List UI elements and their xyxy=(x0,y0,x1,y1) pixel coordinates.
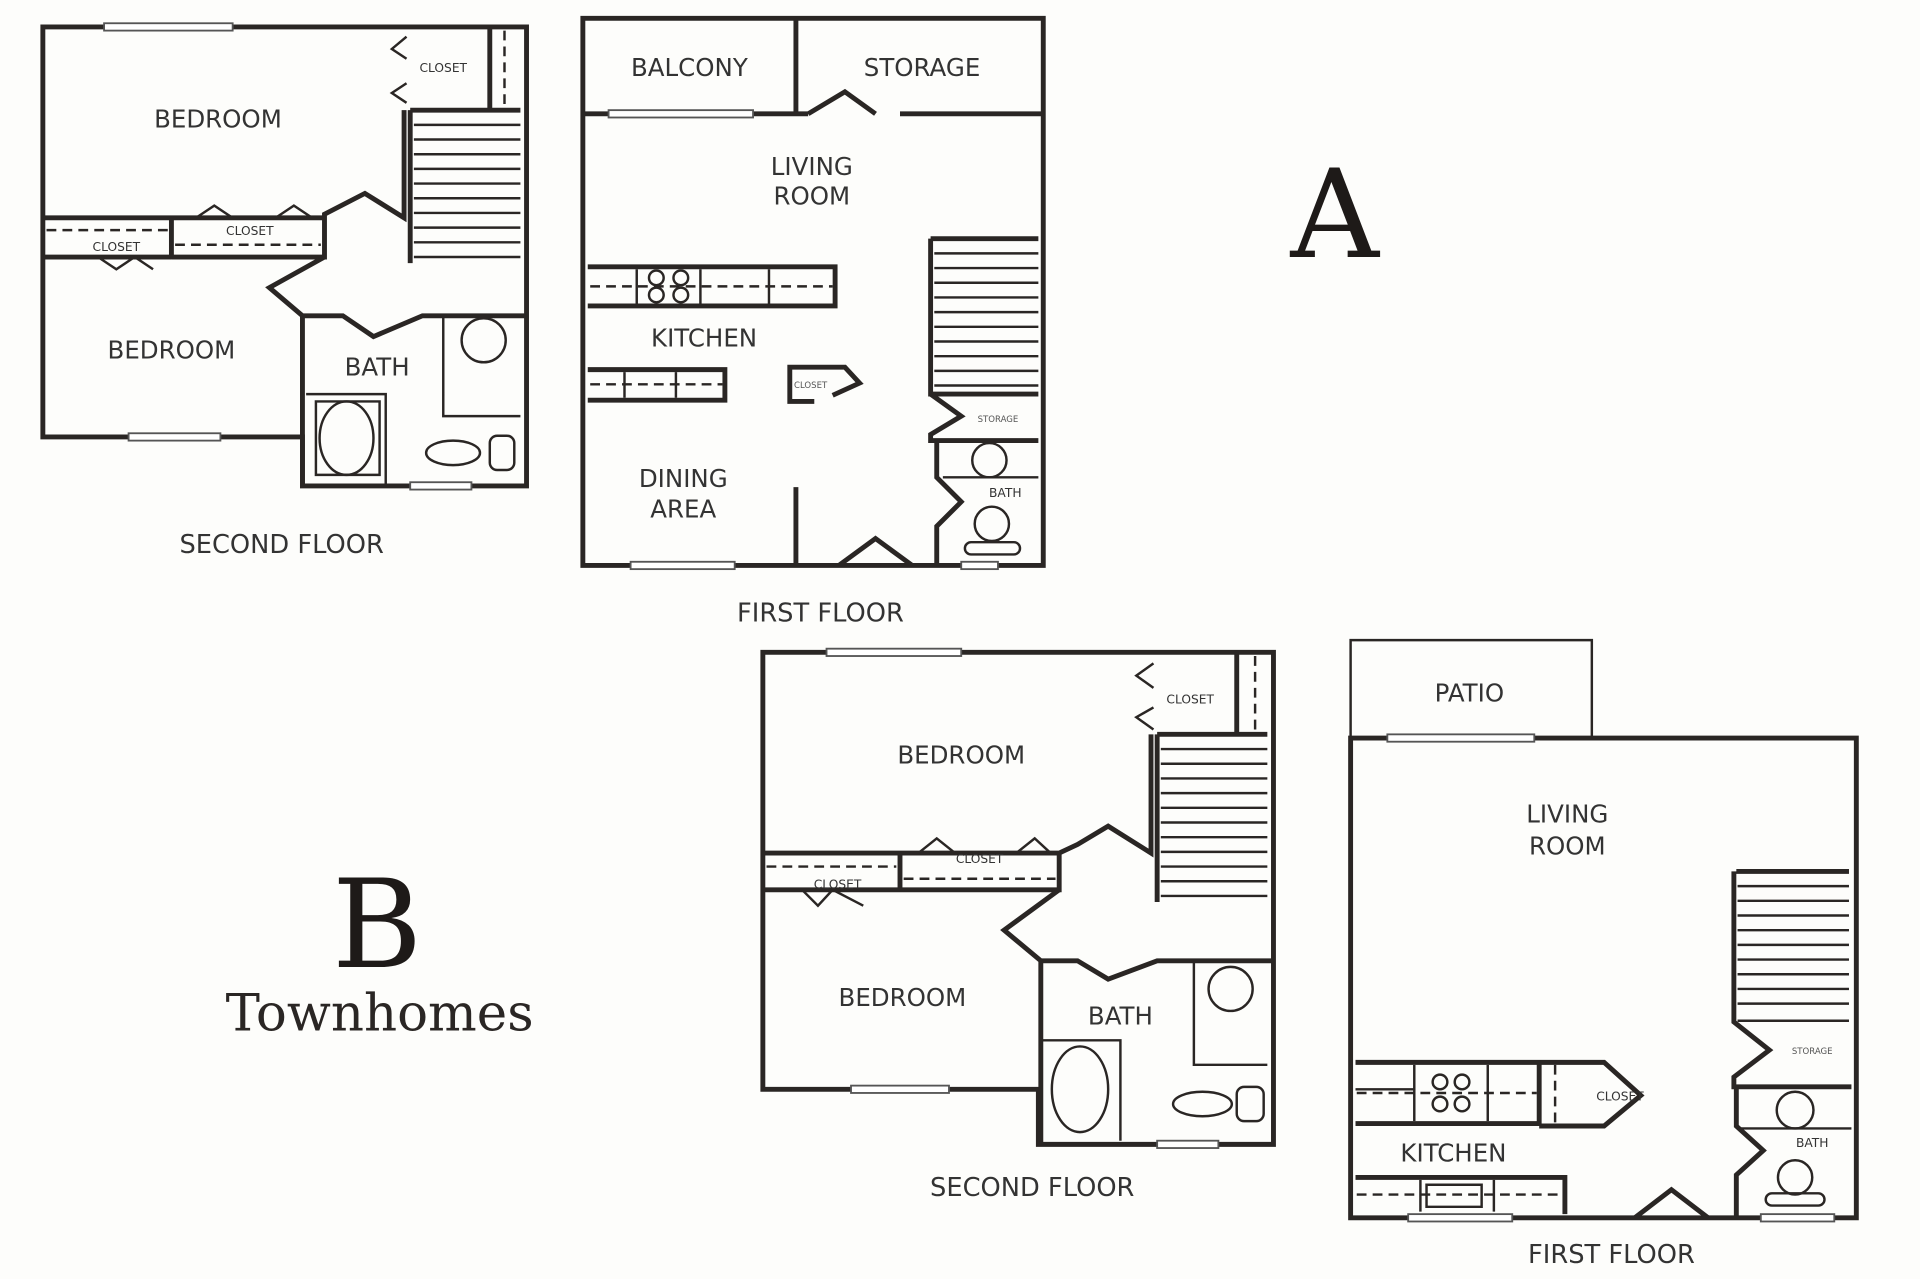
room-label-kitchen: KITCHEN xyxy=(651,323,757,352)
floor-label: FIRST FLOOR xyxy=(737,599,904,629)
staircase xyxy=(407,107,521,264)
window xyxy=(103,22,234,32)
sink xyxy=(971,441,1008,479)
window xyxy=(850,1084,950,1094)
sink xyxy=(1207,965,1254,1013)
plan-a-second-floor: BEDROOM BEDROOM BATH CLOSET CLOSET CLOSE… xyxy=(40,22,529,560)
plan-a-first-floor: LIVING ROOM BALCONY STORAGE KITCHEN DINI… xyxy=(580,15,1046,629)
room-label-closet: CLOSET xyxy=(794,381,828,391)
plan-subtitle: Townhomes xyxy=(226,984,534,1044)
room-label-bath: BATH xyxy=(989,486,1022,500)
closet-door xyxy=(389,35,408,104)
room-label-closet: CLOSET xyxy=(93,240,141,254)
room-label-kitchen: KITCHEN xyxy=(1400,1139,1506,1168)
toilet xyxy=(424,439,482,467)
room-label-bath: BATH xyxy=(1796,1136,1829,1150)
room-label-dining: DINING xyxy=(639,464,728,493)
floor-label: FIRST FLOOR xyxy=(1528,1240,1695,1270)
floor-label: SECOND FLOOR xyxy=(179,530,384,560)
room-label-bath: BATH xyxy=(1088,1001,1153,1030)
floor-label: SECOND FLOOR xyxy=(930,1173,1135,1203)
room-label-area: AREA xyxy=(650,495,716,524)
toilet xyxy=(1776,1159,1814,1196)
plan-letter-b: B xyxy=(332,853,422,996)
toilet xyxy=(1171,1090,1234,1118)
window xyxy=(825,647,963,657)
room-label-closet: CLOSET xyxy=(956,852,1004,866)
room-label-patio: PATIO xyxy=(1435,678,1504,707)
staircase xyxy=(1731,868,1852,1090)
window xyxy=(629,560,736,571)
room-label-room: ROOM xyxy=(1529,831,1606,860)
room-label-bath: BATH xyxy=(345,353,410,382)
room-label-closet: CLOSET xyxy=(1166,693,1214,707)
room-label-living: LIVING xyxy=(1526,799,1608,828)
patio xyxy=(1349,638,1594,739)
plan-b-first-floor: PATIO LIVING ROOM KITCHEN CLOSET STORAGE… xyxy=(1348,638,1859,1270)
sink xyxy=(460,316,507,364)
room-label-room: ROOM xyxy=(774,181,851,210)
window xyxy=(409,481,473,491)
sink xyxy=(1775,1090,1815,1130)
room-label-storage: STORAGE xyxy=(864,53,981,82)
room-label-closet: CLOSET xyxy=(226,224,274,238)
window xyxy=(1759,1213,1836,1223)
toilet xyxy=(973,505,1011,543)
room-label-closet: CLOSET xyxy=(419,61,467,75)
staircase xyxy=(1154,731,1268,903)
window xyxy=(1386,733,1536,743)
room-label-storage: STORAGE xyxy=(1792,1047,1833,1057)
room-label-bedroom: BEDROOM xyxy=(108,336,236,365)
room-label-living: LIVING xyxy=(771,152,853,181)
window xyxy=(127,432,222,442)
window xyxy=(1156,1139,1220,1149)
bathtub xyxy=(318,400,375,477)
closet-doors xyxy=(97,204,313,271)
room-label-bedroom: BEDROOM xyxy=(839,983,967,1012)
room-label-bedroom: BEDROOM xyxy=(897,741,1025,770)
room-label-closet: CLOSET xyxy=(1596,1089,1644,1103)
bathtub xyxy=(1050,1045,1110,1134)
room-label-bedroom: BEDROOM xyxy=(154,104,282,133)
room-label-storage: STORAGE xyxy=(978,415,1019,425)
room-label-closet: CLOSET xyxy=(814,878,862,892)
window xyxy=(1407,1213,1514,1223)
closet xyxy=(787,364,864,404)
room-label-balcony: BALCONY xyxy=(631,53,748,82)
window xyxy=(960,560,999,571)
plan-letter-a: A xyxy=(1289,143,1380,286)
window xyxy=(607,109,754,119)
staircase xyxy=(928,236,1039,397)
plan-b-second-floor: BEDROOM BEDROOM BATH CLOSET CLOSET CLOSE… xyxy=(760,647,1276,1203)
